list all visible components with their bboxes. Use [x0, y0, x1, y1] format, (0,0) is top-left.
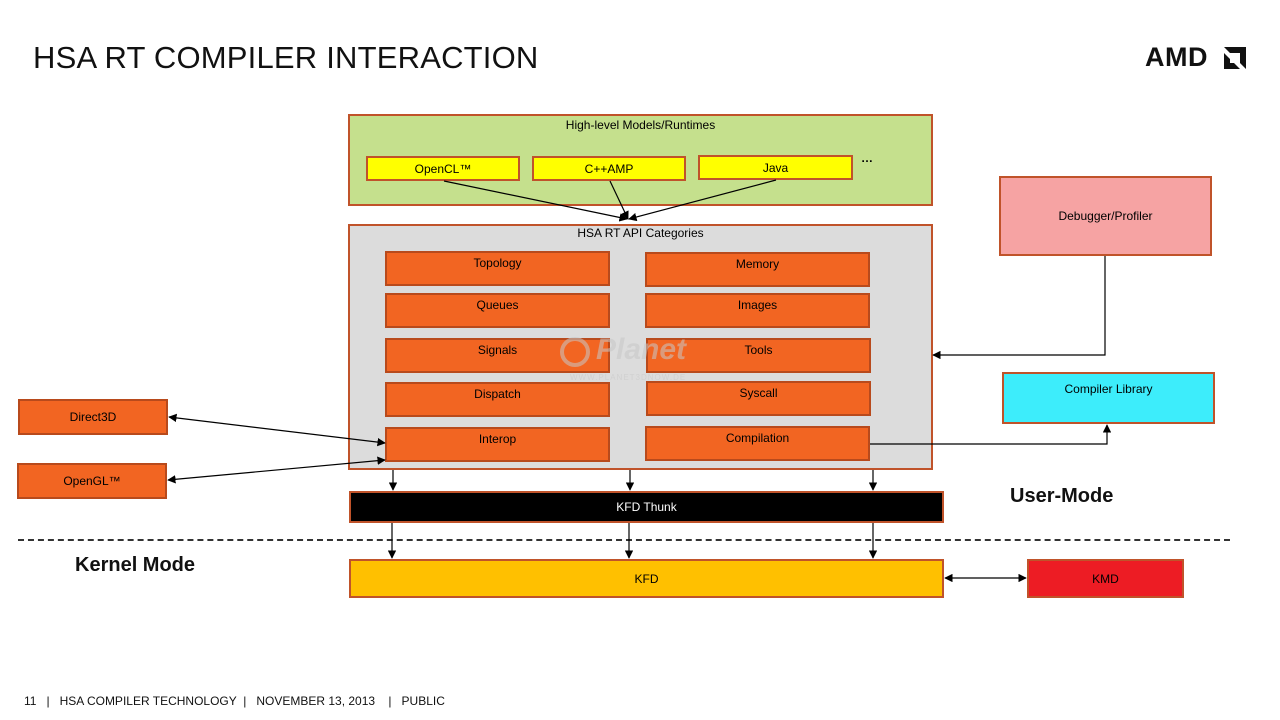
- user-kernel-divider: [18, 539, 1230, 541]
- api-signals: Signals: [385, 338, 610, 373]
- compiler-library-box: Compiler Library: [1002, 372, 1215, 424]
- api-compilation: Compilation: [645, 426, 870, 461]
- user-mode-label: User-Mode: [1010, 485, 1114, 507]
- arrow-cppamp-to-api: [609, 180, 629, 220]
- high-level-models-label: High-level Models/Runtimes: [565, 118, 716, 132]
- kfd-box: KFD: [349, 559, 944, 598]
- arrow-debugger-to-api: [932, 256, 1106, 360]
- direct3d-box: Direct3D: [18, 399, 168, 435]
- api-memory: Memory: [645, 252, 870, 287]
- more-models-ellipsis: …: [861, 151, 873, 165]
- api-images: Images: [645, 293, 870, 328]
- logo-text: AMD: [1145, 42, 1208, 72]
- api-queues: Queues: [385, 293, 610, 328]
- kmd-box: KMD: [1027, 559, 1184, 598]
- arrow-interop-direct3d: [168, 413, 386, 447]
- api-syscall: Syscall: [646, 381, 871, 416]
- api-dispatch: Dispatch: [385, 382, 610, 417]
- amd-logo: AMD: [1145, 42, 1249, 74]
- cppamp-box: C++AMP: [532, 156, 686, 181]
- amd-arrow-icon: [1224, 47, 1246, 69]
- footer-date: NOVEMBER 13, 2013: [256, 694, 376, 708]
- footer-page-number: 11: [24, 694, 37, 708]
- arrow-opencl-to-api: [443, 180, 628, 222]
- debugger-profiler-box: Debugger/Profiler: [999, 176, 1212, 256]
- api-interop: Interop: [385, 427, 610, 462]
- page-title: HSA RT COMPILER INTERACTION: [33, 40, 539, 75]
- opencl-box: OpenCL™: [366, 156, 520, 181]
- kernel-mode-label: Kernel Mode: [75, 554, 196, 576]
- java-box: Java: [698, 155, 853, 180]
- api-tools: Tools: [646, 338, 871, 373]
- kfd-thunk-box: KFD Thunk: [349, 491, 944, 523]
- arrow-compilation-to-compiler-library: [870, 424, 1112, 445]
- footer-classification: PUBLIC: [401, 694, 445, 708]
- footer: 11 | HSA COMPILER TECHNOLOGY | NOVEMBER …: [24, 694, 445, 708]
- hsa-rt-api-label: HSA RT API Categories: [577, 226, 704, 240]
- footer-deck-title: HSA COMPILER TECHNOLOGY: [59, 694, 237, 708]
- api-topology: Topology: [385, 251, 610, 286]
- arrow-interop-opengl: [167, 456, 386, 484]
- arrow-java-to-api: [628, 179, 777, 222]
- opengl-box: OpenGL™: [17, 463, 167, 499]
